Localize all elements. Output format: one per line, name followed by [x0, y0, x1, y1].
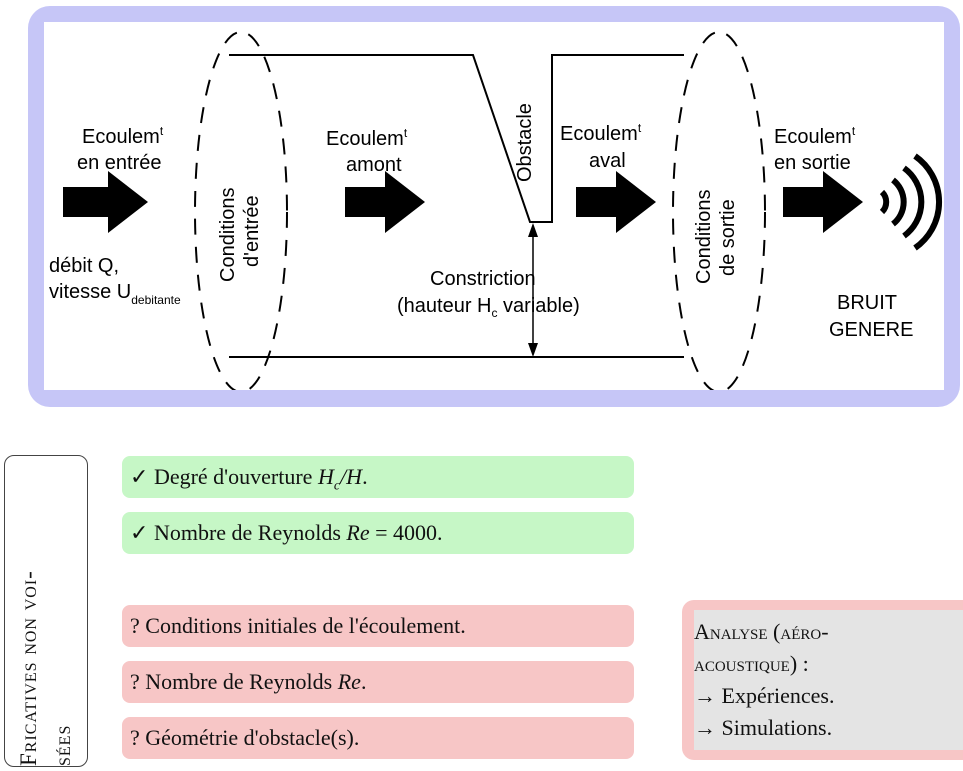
sound-waves-icon [879, 153, 943, 251]
downstream-flow-label: Ecoulemt [560, 121, 642, 145]
inlet-flow-label: Ecoulemt [82, 124, 164, 148]
outlet-flow-label-2: en sortie [774, 152, 851, 174]
inlet-conditions-label: Conditions [217, 187, 239, 282]
downstream-flow-arrow [576, 171, 656, 233]
constriction-height-label: (hauteur Hc variable) [397, 295, 580, 320]
fricatives-tab-label: Fricatives non voi- sées [16, 570, 75, 766]
inlet-flow-label-2: en entrée [77, 152, 162, 174]
flow-diagram: Ecoulemt en entrée Ecoulemt amont Ecoule… [49, 31, 943, 390]
analysis-item-simulations: → Simulations. [694, 715, 833, 740]
analysis-box: Analyse (aéro- acoustique) : → Expérienc… [682, 600, 963, 760]
diagram-panel: Ecoulemt en entrée Ecoulemt amont Ecoule… [44, 22, 944, 390]
open-question-item: ? Conditions initiales de l'écoulement. [122, 605, 634, 647]
noise-label-2: GENERE [829, 319, 913, 341]
outlet-flow-arrow [783, 171, 863, 233]
fricatives-tab: Fricatives non voi- sées [4, 455, 88, 767]
constriction-arrowhead-bottom [528, 343, 538, 357]
inlet-conditions-ellipse [194, 31, 288, 390]
downstream-flow-label-2: aval [589, 150, 626, 172]
flow-rate-label: débit Q, [49, 255, 119, 277]
analysis-title: Analyse (aéro- [694, 619, 829, 644]
outlet-conditions-ellipse [672, 31, 766, 390]
open-question-item: ? Nombre de Reynolds Re. [122, 661, 634, 703]
checked-item: ✓ Nombre de Reynolds Re = 4000. [122, 512, 634, 554]
analysis-title-2: acoustique) : [694, 651, 809, 676]
outlet-flow-label: Ecoulemt [774, 124, 856, 148]
constriction-arrowhead-top [528, 223, 538, 237]
noise-label: BRUIT [837, 292, 897, 314]
obstacle-label: Obstacle [514, 103, 536, 182]
upstream-flow-label-2: amont [346, 154, 402, 176]
inlet-flow-arrow [63, 171, 148, 233]
analysis-item-experiments: → Expériences. [694, 683, 835, 708]
inlet-conditions-label-2: d'entrée [241, 195, 263, 267]
velocity-label: vitesse Udebitante [49, 281, 181, 307]
outlet-conditions-label-2: de sortie [717, 199, 739, 276]
upstream-flow-label: Ecoulemt [326, 126, 408, 150]
open-question-item: ? Géométrie d'obstacle(s). [122, 717, 634, 759]
constriction-label: Constriction [430, 268, 536, 290]
analysis-content: Analyse (aéro- acoustique) : → Expérienc… [694, 610, 963, 750]
upstream-flow-arrow [345, 171, 425, 233]
diagram-frame: Ecoulemt en entrée Ecoulemt amont Ecoule… [28, 6, 960, 407]
outlet-conditions-label: Conditions [693, 189, 715, 284]
channel-top-wall [229, 54, 684, 223]
checked-item: ✓ Degré d'ouverture Hc/H. [122, 456, 634, 498]
